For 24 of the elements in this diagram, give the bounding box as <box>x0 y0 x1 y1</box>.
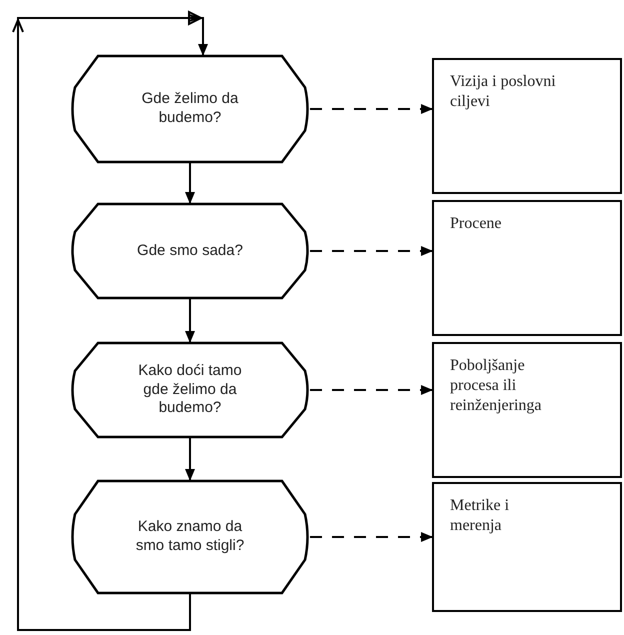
terminal-shape <box>70 342 310 438</box>
result-box <box>432 58 622 194</box>
node-label: Gde želimo da budemo? <box>140 90 240 128</box>
result-box <box>432 342 622 478</box>
node-label: Metrike i merenja <box>450 496 510 536</box>
dashed-arrow <box>310 385 433 395</box>
terminal-shape <box>70 480 310 594</box>
dashed-arrow <box>310 104 433 114</box>
node-label: Procene <box>450 214 502 234</box>
node-label: Vizija i poslovni ciljevi <box>450 72 557 112</box>
arrow <box>185 299 195 343</box>
dashed-arrow <box>310 532 433 542</box>
node-label: Gde smo sada? <box>137 242 243 260</box>
node-label: Kako znamo da smo tamo stigli? <box>134 518 246 556</box>
dashed-arrow <box>310 246 433 256</box>
node-label: Kako doći tamo gde želimo da budemo? <box>137 362 243 418</box>
terminal-shape <box>70 55 310 163</box>
result-box <box>432 200 622 336</box>
loop-arrow <box>12 11 208 631</box>
arrow <box>185 163 195 204</box>
result-box <box>432 482 622 612</box>
terminal-shape <box>70 203 310 299</box>
node-label: Poboljšanje procesa ili reinženjeringa <box>450 356 542 416</box>
arrow <box>185 438 195 481</box>
